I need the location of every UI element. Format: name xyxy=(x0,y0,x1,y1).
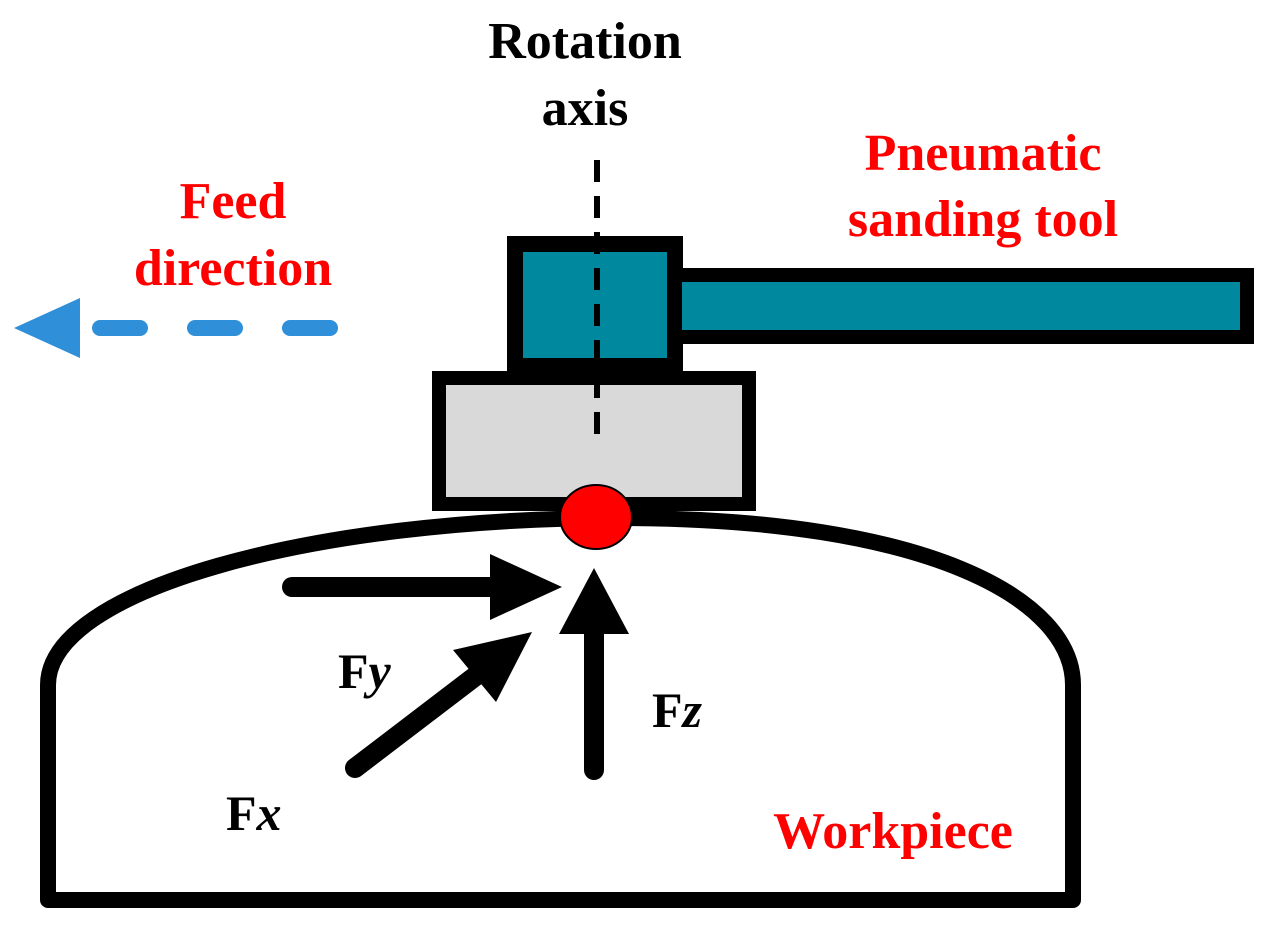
rotation-axis-label-line1: Rotation xyxy=(488,13,682,70)
fx-label-subscript: x xyxy=(256,785,282,841)
fy-arrow xyxy=(282,554,562,620)
fx-arrow xyxy=(345,632,532,778)
fx-label: Fx xyxy=(226,785,282,841)
fz-label-subscript: z xyxy=(681,682,703,738)
fx-label-main: F xyxy=(226,785,257,841)
fy-label: Fy xyxy=(338,643,392,699)
sanding-pad xyxy=(432,371,756,511)
fz-arrow xyxy=(559,568,629,780)
feed-direction-label-line1: Feed xyxy=(180,173,287,230)
fz-label: Fz xyxy=(652,682,703,738)
workpiece-label: Workpiece xyxy=(773,803,1013,860)
feed-direction-arrow xyxy=(14,298,353,358)
tool-label-line1: Pneumatic xyxy=(865,125,1102,182)
tool-label-line2: sanding tool xyxy=(848,191,1118,248)
rotation-axis-label-line2: axis xyxy=(542,80,629,137)
fz-label-main: F xyxy=(652,682,683,738)
contact-point xyxy=(559,484,633,550)
fy-label-main: F xyxy=(338,643,369,699)
fy-label-subscript: y xyxy=(364,643,392,699)
tool-handle xyxy=(668,268,1254,344)
feed-direction-label-line2: direction xyxy=(134,240,332,297)
